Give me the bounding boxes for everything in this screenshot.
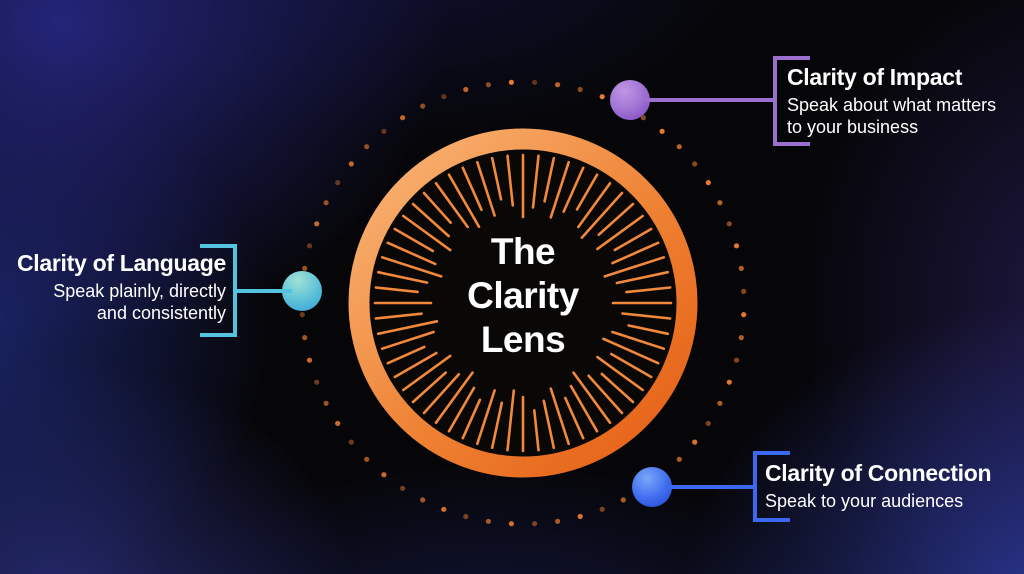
connection-connector-line bbox=[666, 485, 754, 489]
impact-body: Speak about what matters to your busines… bbox=[787, 95, 997, 137]
impact-connector-line bbox=[644, 98, 774, 102]
connection-bracket bbox=[753, 451, 790, 522]
lens-graphic bbox=[299, 79, 747, 527]
lens-rays bbox=[373, 153, 673, 453]
lens-ring bbox=[348, 128, 698, 478]
callout-language: Clarity of Language Speak plainly, direc… bbox=[6, 250, 226, 324]
lens-title-line: Lens bbox=[480, 319, 566, 360]
language-connector-line bbox=[236, 289, 292, 293]
impact-bracket bbox=[773, 56, 810, 146]
lens-title-line: Clarity bbox=[467, 275, 579, 316]
connection-body: Speak to your audiences bbox=[765, 491, 964, 511]
lens-inner-disc bbox=[367, 147, 679, 459]
impact-node-dot bbox=[610, 80, 650, 120]
impact-heading: Clarity of Impact bbox=[787, 64, 963, 90]
language-bracket bbox=[200, 244, 237, 337]
connection-heading: Clarity of Connection bbox=[765, 460, 992, 486]
lens-title: The Clarity Lens bbox=[393, 230, 653, 362]
language-body: Speak plainly, directly and consistently bbox=[53, 281, 226, 323]
callout-connection: Clarity of Connection Speak to your audi… bbox=[765, 460, 1005, 512]
lens-title-line: The bbox=[490, 231, 556, 272]
language-heading: Clarity of Language bbox=[17, 250, 226, 276]
connection-node-dot bbox=[632, 467, 672, 507]
callout-impact: Clarity of Impact Speak about what matte… bbox=[787, 64, 1017, 138]
